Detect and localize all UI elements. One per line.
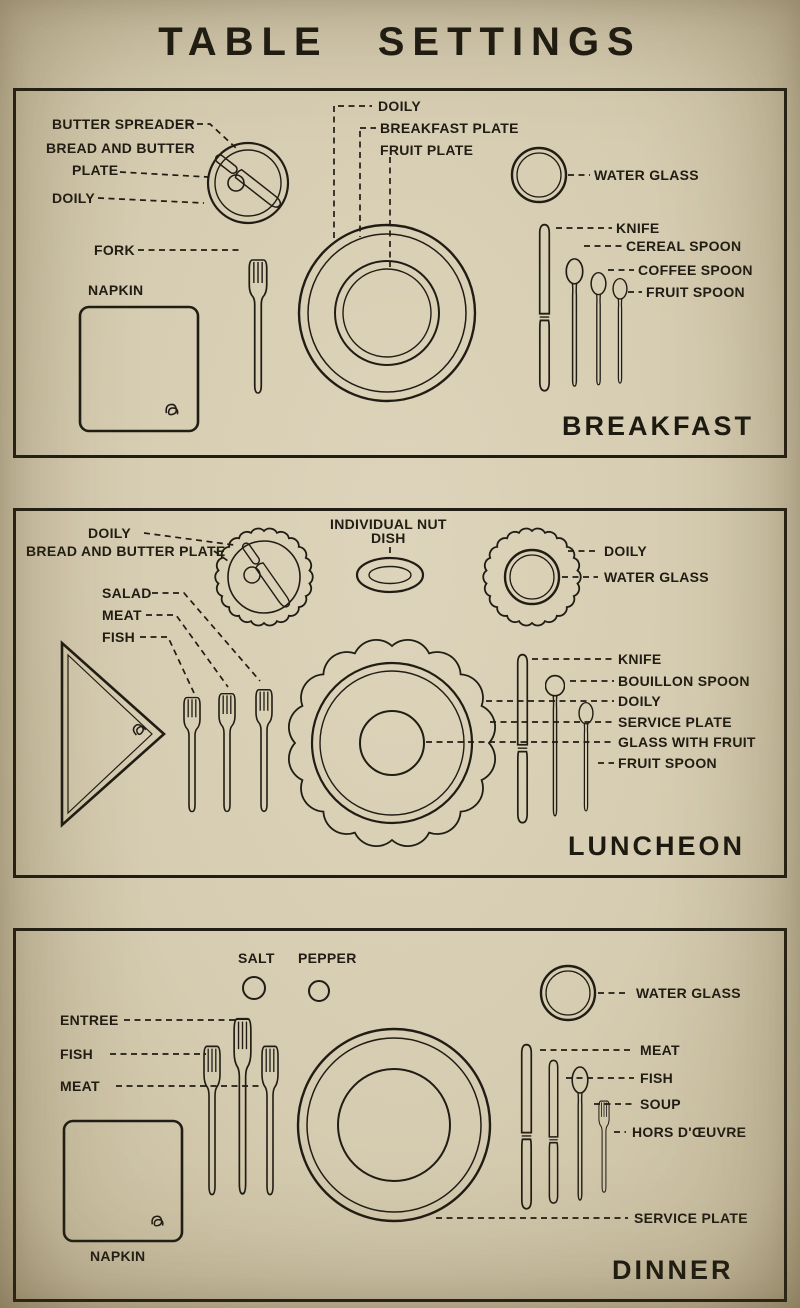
- dinner-title: DINNER: [612, 1255, 734, 1285]
- label-water-glass: WATER GLASS: [604, 569, 709, 585]
- fish-fork: [183, 696, 201, 813]
- label-doily-right: DOILY: [604, 543, 647, 559]
- meat-fork: [218, 692, 236, 813]
- label-salt: SALT: [238, 950, 275, 966]
- meat-knife: [520, 1043, 533, 1210]
- label-fruit-plate: FRUIT PLATE: [380, 142, 474, 158]
- bread-and-butter-plate: [206, 141, 290, 225]
- luncheon-illustration: [60, 527, 614, 847]
- breakfast-plate: [297, 223, 477, 403]
- label-hors-doeuvre: HORS D'ŒUVRE: [632, 1124, 747, 1140]
- bouillon-spoon: [545, 674, 565, 817]
- label-fruit-spoon: FRUIT SPOON: [646, 284, 745, 300]
- label-nut-dish: INDIVIDUAL NUT: [330, 516, 447, 532]
- leader-lines: [97, 105, 642, 293]
- pepper-shaker: [308, 980, 330, 1002]
- water-glass: [539, 964, 597, 1022]
- salt-shaker: [242, 976, 266, 1000]
- label-cereal-spoon: CEREAL SPOON: [626, 238, 742, 254]
- label-meat-right: MEAT: [640, 1042, 680, 1058]
- label-fish: FISH: [102, 629, 136, 645]
- luncheon-title: LUNCHEON: [568, 831, 745, 861]
- fish-fork: [203, 1045, 221, 1196]
- label-soup: SOUP: [640, 1096, 681, 1112]
- label-doily-top: DOILY: [378, 98, 421, 114]
- label-doily-left: DOILY: [88, 525, 131, 541]
- label-service-plate: SERVICE PLATE: [618, 714, 732, 730]
- service-plate: [288, 639, 496, 847]
- napkin-monogram: [151, 1215, 164, 1227]
- label-bread-and-butter: BREAD AND BUTTER: [46, 140, 195, 156]
- napkin: [62, 1119, 184, 1243]
- cereal-spoon: [565, 258, 584, 388]
- water-glass: [510, 146, 568, 204]
- knife: [538, 223, 551, 392]
- label-water-glass: WATER GLASS: [636, 985, 741, 1001]
- label-fish-right: FISH: [640, 1070, 674, 1086]
- luncheon-panel: DOILY BREAD AND BUTTER PLATE INDIVIDUAL …: [13, 508, 787, 878]
- napkin: [78, 305, 200, 433]
- label-bread-and-butter-plate: PLATE: [72, 162, 119, 178]
- fruit-spoon: [578, 701, 594, 812]
- page-title: TABLE SETTINGS: [158, 20, 642, 64]
- fruit-spoon: [612, 277, 628, 384]
- fork: [248, 259, 268, 394]
- label-fork: FORK: [94, 242, 135, 258]
- salad-fork: [255, 688, 273, 813]
- napkin-monogram: [165, 403, 179, 416]
- breakfast-panel: BUTTER SPREADER BREAD AND BUTTER PLATE D…: [13, 88, 787, 458]
- label-coffee-spoon: COFFEE SPOON: [638, 262, 753, 278]
- label-glass-with-fruit: GLASS WITH FRUIT: [618, 734, 756, 750]
- fish-knife: [548, 1059, 559, 1204]
- label-knife: KNIFE: [616, 220, 660, 236]
- label-napkin: NAPKIN: [90, 1248, 146, 1264]
- label-fruit-spoon: FRUIT SPOON: [618, 755, 717, 771]
- breakfast-illustration: [78, 105, 642, 433]
- knife: [516, 653, 529, 824]
- label-doily-left: DOILY: [52, 190, 95, 206]
- entree-fork: [233, 1017, 252, 1195]
- leader-lines: [140, 532, 614, 764]
- label-bouillon-spoon: BOUILLON SPOON: [618, 673, 750, 689]
- bread-and-butter-plate: [214, 527, 314, 627]
- label-service-plate: SERVICE PLATE: [634, 1210, 748, 1226]
- service-plate: [296, 1027, 492, 1223]
- butter-spreader: [239, 540, 293, 610]
- soup-spoon: [571, 1066, 589, 1201]
- label-napkin: NAPKIN: [88, 282, 144, 298]
- label-bread-and-butter-plate: BREAD AND BUTTER PLATE: [26, 543, 226, 559]
- label-nut-dish-2: DISH: [371, 530, 406, 546]
- dinner-illustration: [62, 964, 634, 1243]
- napkin: [60, 640, 166, 828]
- doily-and-water-glass: [482, 527, 582, 627]
- meat-fork: [261, 1045, 279, 1196]
- label-entree: ENTREE: [60, 1012, 119, 1028]
- dinner-panel: SALT PEPPER ENTREE FISH MEAT NAPKIN WATE…: [13, 928, 787, 1302]
- label-salad: SALAD: [102, 585, 152, 601]
- breakfast-title: BREAKFAST: [562, 411, 755, 441]
- nut-dish: [355, 556, 425, 594]
- coffee-spoon: [590, 271, 607, 386]
- leader-lines: [110, 992, 634, 1219]
- label-meat-left: MEAT: [60, 1078, 100, 1094]
- label-butter-spreader: BUTTER SPREADER: [52, 116, 195, 132]
- label-meat: MEAT: [102, 607, 142, 623]
- napkin-monogram: [130, 721, 147, 738]
- hors-doeuvre-fork: [598, 1100, 610, 1193]
- label-water-glass: WATER GLASS: [594, 167, 699, 183]
- label-breakfast-plate: BREAKFAST PLATE: [380, 120, 519, 136]
- label-fish-left: FISH: [60, 1046, 94, 1062]
- label-knife: KNIFE: [618, 651, 662, 667]
- label-pepper: PEPPER: [298, 950, 357, 966]
- label-doily-center: DOILY: [618, 693, 661, 709]
